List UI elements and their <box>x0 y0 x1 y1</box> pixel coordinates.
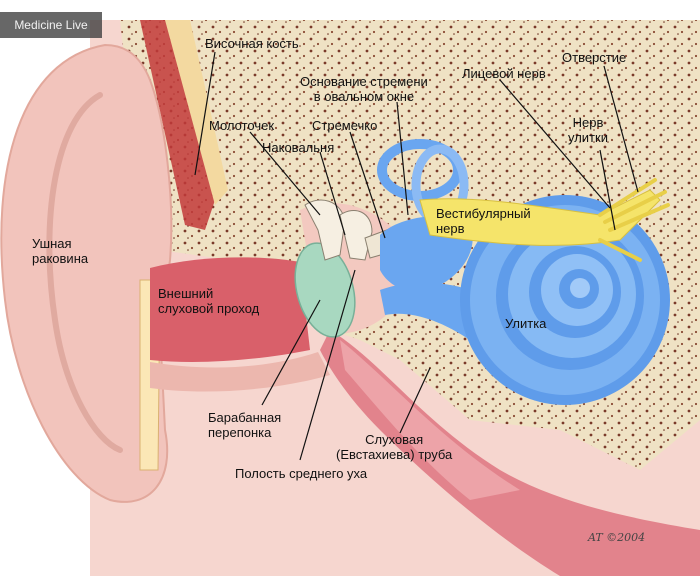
label-auricle: Ушная раковина <box>32 236 89 266</box>
leader-opening <box>603 65 639 193</box>
leader-middle-ear <box>299 269 356 461</box>
malleus-shape <box>304 199 346 261</box>
eustachian-tube-shape <box>320 330 700 576</box>
nerve-fibers <box>598 178 670 262</box>
label-vestibular-nerve: Вестибулярный нерв <box>436 206 531 236</box>
auricle-shape <box>0 43 173 503</box>
nerve-bundle <box>419 189 661 246</box>
leader-facial-nerve <box>499 79 611 209</box>
label-cochlear-nerve: Нерв улитки <box>568 115 608 145</box>
label-eustachian-tube: Слуховая (Евстахиева) труба <box>336 432 453 462</box>
label-middle-ear: Полость среднего уха <box>235 466 368 481</box>
label-facial-nerve: Лицевой нерв <box>462 66 546 81</box>
leader-eustachian <box>399 367 431 434</box>
label-stapes-base: Основание стремени в овальном окне <box>300 74 428 104</box>
leader-stapes-base <box>396 101 409 216</box>
label-opening: Отверстие <box>562 50 627 65</box>
label-eardrum: Барабанная перепонка <box>208 410 282 440</box>
leader-lines <box>194 51 639 461</box>
leader-temporal-bone <box>194 51 216 176</box>
watermark: Medicine Live <box>0 12 102 38</box>
label-stapes: Стремечко <box>312 118 378 133</box>
auricle-fold <box>46 92 123 453</box>
leader-incus <box>319 151 346 236</box>
bone-cortex <box>140 20 215 230</box>
cochlea-shape <box>460 195 670 405</box>
label-ear-canal: Внешний слуховой проход <box>158 286 260 316</box>
bone-cortex-inner <box>165 20 228 205</box>
label-malleus: Молоточек <box>209 118 275 133</box>
eardrum-shape <box>294 242 356 338</box>
ear-canal-wall <box>150 352 330 392</box>
incus-shape <box>339 210 373 261</box>
eustachian-tube-light <box>340 340 520 500</box>
leader-stapes <box>349 131 386 239</box>
artist-signature: AT ©2004 <box>588 531 646 544</box>
label-temporal-bone: Височная кость <box>205 36 299 51</box>
label-incus: Наковальня <box>262 140 335 155</box>
label-cochlea: Улитка <box>505 316 547 331</box>
leader-eardrum <box>261 299 321 406</box>
leader-malleus <box>249 131 321 216</box>
leader-cochlear-nerve <box>599 149 616 231</box>
ear-canal-shape <box>150 257 310 362</box>
